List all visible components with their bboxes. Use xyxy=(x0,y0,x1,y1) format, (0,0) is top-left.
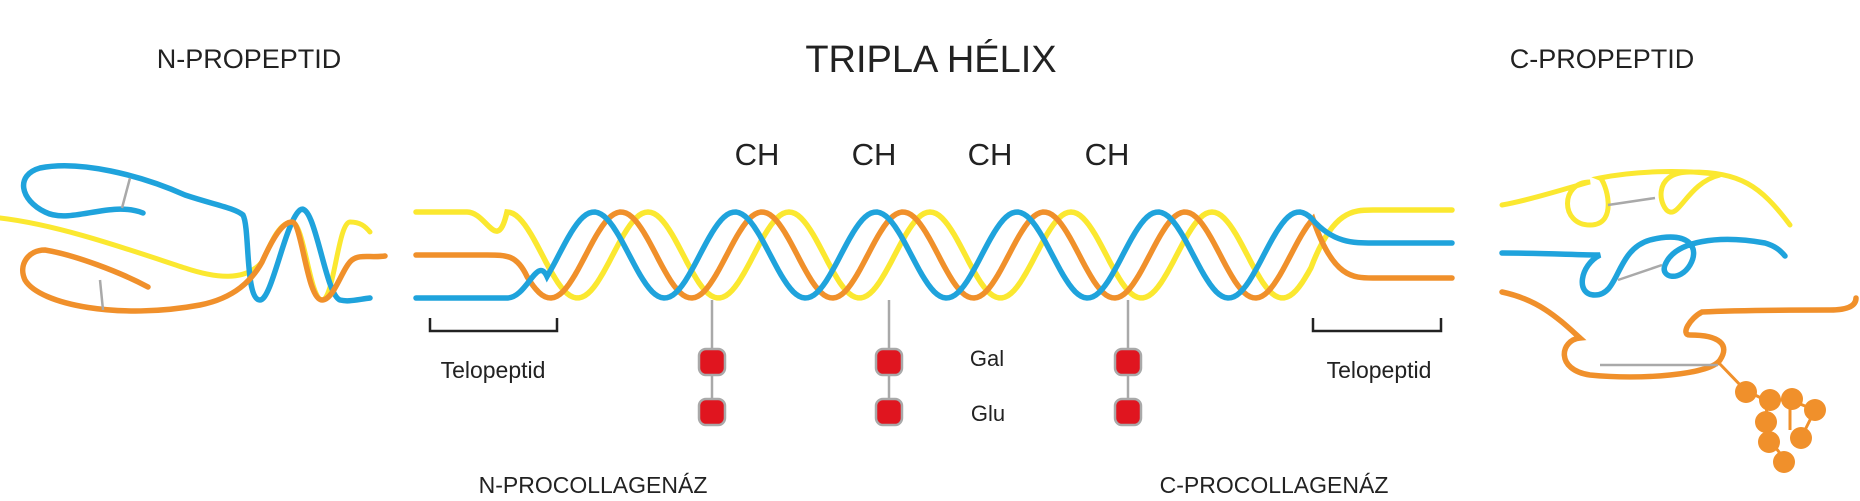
c-propeptid-group xyxy=(1499,169,1859,473)
telopeptid-left-label: Telopeptid xyxy=(441,357,546,383)
c-propeptid-blue-chain xyxy=(1499,234,1788,298)
sugar-gal-icon xyxy=(1113,347,1143,377)
n-procollagenaz-label: N-PROCOLLAGENÁZ xyxy=(479,472,708,498)
helix-blue-chain xyxy=(413,209,1455,301)
glycosylation-site-3 xyxy=(1113,300,1143,427)
n-propeptid-crosslink-1 xyxy=(120,177,132,209)
orange-bead-icon xyxy=(1759,389,1781,411)
sugar-glu-icon xyxy=(1113,397,1143,427)
ch-label-3: CH xyxy=(968,137,1013,172)
n-propeptid-heading: N-PROPEPTID xyxy=(157,44,342,74)
helix-yellow-chain xyxy=(413,207,1455,301)
n-propeptid-group xyxy=(0,163,388,314)
telopeptid-left-bracket xyxy=(428,318,559,333)
n-propeptid-blue-chain xyxy=(20,163,373,304)
c-propeptid-orange-chain xyxy=(1499,289,1859,380)
ch-label-4: CH xyxy=(1085,137,1130,172)
telopeptid-right-label: Telopeptid xyxy=(1327,357,1432,383)
gal-label: Gal xyxy=(970,346,1004,371)
ch-label-2: CH xyxy=(852,137,897,172)
c-propeptid-crosslink-1 xyxy=(1607,196,1656,207)
tripla-helix-title: TRIPLA HÉLIX xyxy=(805,38,1056,81)
n-propeptid-crosslink-2 xyxy=(98,279,105,311)
glu-label: Glu xyxy=(971,401,1005,426)
c-propeptid-crosslink-2 xyxy=(1617,263,1663,282)
telopeptid-right-bracket xyxy=(1311,318,1443,333)
orange-bead-icon xyxy=(1804,399,1826,421)
sugar-glu-icon xyxy=(697,397,727,427)
ch-label-1: CH xyxy=(735,137,780,172)
triple-helix-group xyxy=(413,207,1455,301)
helix-orange-chain xyxy=(413,209,1455,301)
glycosylation-site-2 xyxy=(874,300,904,427)
orange-bead-icon xyxy=(1758,431,1780,453)
orange-bead-icon xyxy=(1735,381,1757,403)
c-propeptid-yellow-chain xyxy=(1499,169,1793,228)
c-propeptid-beads xyxy=(1735,381,1826,473)
glycosylation-site-1 xyxy=(697,300,727,427)
c-procollagenaz-label: C-PROCOLLAGENÁZ xyxy=(1160,472,1389,498)
orange-bead-icon xyxy=(1773,451,1795,473)
orange-bead-icon xyxy=(1781,388,1803,410)
n-propeptid-orange-chain xyxy=(20,219,388,314)
orange-bead-icon xyxy=(1790,427,1812,449)
sugar-gal-icon xyxy=(697,347,727,377)
glycosylation-sites xyxy=(697,300,1143,427)
sugar-glu-icon xyxy=(874,397,904,427)
sugar-gal-icon xyxy=(874,347,904,377)
orange-bead-icon xyxy=(1755,411,1777,433)
c-propeptid-heading: C-PROPEPTID xyxy=(1510,44,1695,74)
